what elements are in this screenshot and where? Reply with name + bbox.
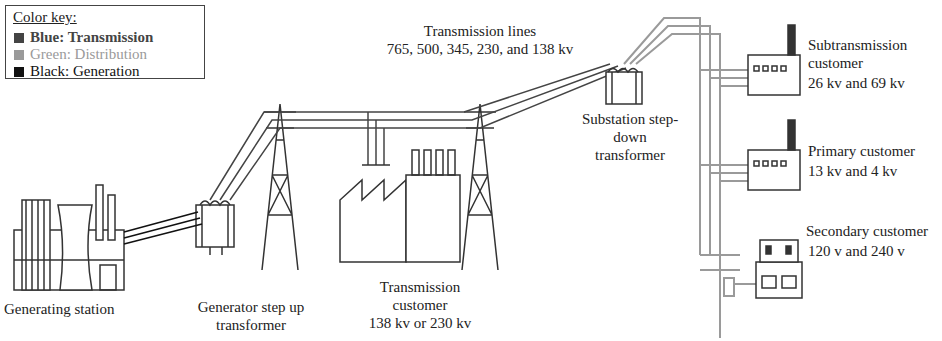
component-label: Transmission customer [372, 278, 468, 314]
generation-wires [124, 212, 202, 244]
component-label: Transmission lines [380, 22, 580, 40]
distribution-wires [624, 18, 756, 338]
primary-factory [748, 120, 800, 190]
legend-title: Color key: [13, 8, 77, 26]
legend-swatch [14, 33, 24, 43]
secondary-house [756, 240, 802, 298]
component-label: Generator step up transformer [196, 298, 306, 334]
component-label: Secondary customer [806, 222, 938, 240]
legend-swatch [14, 67, 24, 77]
component-label: 13 kv and 4 kv [808, 162, 938, 180]
legend-text: Black: Generation [30, 63, 140, 79]
step-up-transformer [196, 201, 234, 255]
step-down-transformer [606, 69, 642, 105]
component-label: Subtransmission customer [808, 36, 938, 72]
component-label: 138 kv or 230 kv [345, 314, 495, 332]
component-label: Substation step-down transformer [580, 110, 680, 164]
component-label: 765, 500, 345, 230, and 138 kv [345, 40, 615, 58]
legend-row: Blue: Transmission [14, 28, 153, 46]
generating-station [14, 185, 124, 290]
legend-row: Black: Generation [14, 62, 140, 80]
subtransmission-factory [748, 25, 800, 95]
legend-row: Green: Distribution [14, 45, 147, 63]
legend-text: Green: Distribution [30, 46, 147, 62]
component-label: 120 v and 240 v [808, 242, 938, 260]
component-label: 26 kv and 69 kv [808, 74, 938, 92]
transmission-tower [462, 104, 498, 270]
transmission-customer-factory [340, 150, 460, 262]
legend-text: Blue: Transmission [30, 29, 153, 45]
legend-swatch [14, 50, 24, 60]
component-label: Generating station [4, 300, 154, 318]
component-label: Primary customer [808, 142, 938, 160]
